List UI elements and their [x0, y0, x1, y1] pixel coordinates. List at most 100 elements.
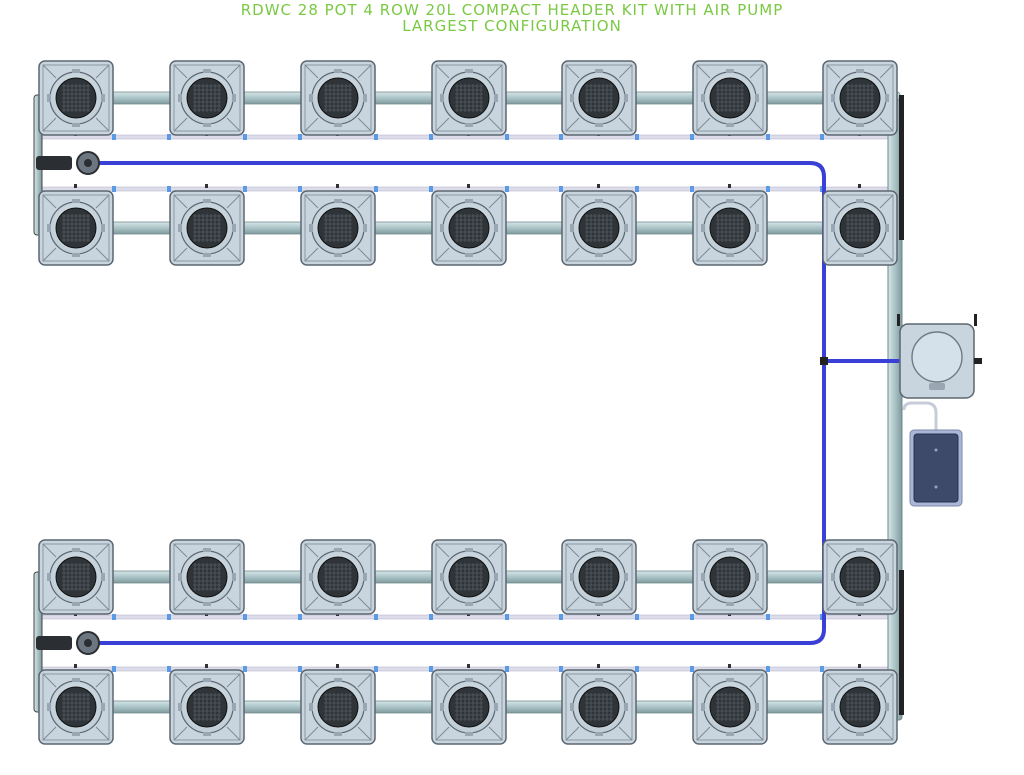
lid-tab	[72, 123, 80, 127]
pot-facet	[879, 543, 894, 558]
return-fitting	[112, 186, 116, 192]
return-fitting	[505, 186, 509, 192]
control-bucket-icon	[897, 314, 982, 399]
return-clip	[858, 664, 861, 668]
lid-tab	[856, 123, 864, 127]
lid-tab	[363, 94, 367, 102]
return-fitting	[429, 614, 433, 620]
grow-pot-icon	[692, 60, 768, 136]
return-fitting	[112, 134, 116, 140]
pot-facet	[826, 673, 841, 688]
pot-facet	[879, 247, 894, 262]
lid-tab	[101, 703, 105, 711]
air-line-tee	[820, 357, 828, 365]
pot-facet	[696, 596, 711, 611]
grow-pot-icon	[169, 539, 245, 615]
lid-tab	[701, 703, 705, 711]
equipment-layer	[36, 151, 982, 655]
pot-facet	[95, 726, 110, 741]
lid-tab	[856, 732, 864, 736]
lid-tab	[494, 94, 498, 102]
return-fitting	[429, 186, 433, 192]
pot-facet	[879, 596, 894, 611]
pot-facet	[95, 194, 110, 209]
lid-tab	[203, 602, 211, 606]
lid-tab	[726, 199, 734, 203]
return-fitting	[690, 134, 694, 140]
lid-tab	[701, 573, 705, 581]
lid-tab	[363, 703, 367, 711]
lid-tab	[726, 602, 734, 606]
lid-tab	[232, 94, 236, 102]
grow-pot-icon	[431, 539, 507, 615]
grow-pot-icon	[300, 60, 376, 136]
grow-pot-icon	[169, 190, 245, 266]
pot-facet	[173, 64, 188, 79]
lid-tab	[47, 224, 51, 232]
control-post	[974, 314, 977, 326]
lid-tab	[232, 224, 236, 232]
grow-pot-icon	[822, 190, 898, 266]
return-fitting	[243, 186, 247, 192]
lid-tab	[595, 678, 603, 682]
lid-tab	[203, 123, 211, 127]
lid-tab	[203, 253, 211, 257]
pot-facet	[435, 673, 450, 688]
grow-pot-icon	[822, 539, 898, 615]
return-clip	[74, 184, 77, 188]
pot-facet	[488, 673, 503, 688]
lid-tab	[595, 602, 603, 606]
pot-facet	[565, 64, 580, 79]
pot-facet	[226, 543, 241, 558]
lid-tab	[856, 199, 864, 203]
pot-facet	[226, 247, 241, 262]
pot-facet	[226, 596, 241, 611]
lid-tab	[465, 253, 473, 257]
control-tab	[929, 383, 945, 390]
lid-tab	[624, 94, 628, 102]
lid-tab	[309, 573, 313, 581]
return-fitting	[112, 614, 116, 620]
pot-facet	[304, 596, 319, 611]
pot-facet	[618, 596, 633, 611]
pot-facet	[749, 596, 764, 611]
lid-tab	[178, 94, 182, 102]
pot-facet	[696, 543, 711, 558]
pot-facet	[749, 726, 764, 741]
pot-facet	[749, 673, 764, 688]
lid-tab	[465, 69, 473, 73]
pot-facet	[749, 117, 764, 132]
return-clip	[858, 184, 861, 188]
lid-tab	[570, 573, 574, 581]
pot-facet	[304, 247, 319, 262]
pot-facet	[42, 194, 57, 209]
return-fitting	[243, 614, 247, 620]
pot-facet	[565, 194, 580, 209]
pot-facet	[618, 194, 633, 209]
return-fitting	[167, 666, 171, 672]
return-fitting	[429, 134, 433, 140]
lid-tab	[465, 199, 473, 203]
pot-facet	[879, 64, 894, 79]
pot-facet	[488, 596, 503, 611]
grow-pot-icon	[561, 669, 637, 745]
pot-facet	[618, 673, 633, 688]
grow-pot-icon	[300, 190, 376, 266]
lid-tab	[203, 548, 211, 552]
return-clip	[205, 664, 208, 668]
lid-tab	[334, 732, 342, 736]
return-fitting	[690, 186, 694, 192]
lid-tab	[465, 548, 473, 552]
pot-facet	[304, 64, 319, 79]
air-line-loop	[98, 161, 826, 645]
return-clip	[467, 664, 470, 668]
pot-facet	[42, 543, 57, 558]
grow-pot-icon	[431, 190, 507, 266]
pot-facet	[435, 64, 450, 79]
pot-facet	[435, 596, 450, 611]
pot-facet	[304, 726, 319, 741]
return-clip	[597, 184, 600, 188]
pump-screw	[934, 485, 938, 489]
return-fitting	[766, 186, 770, 192]
